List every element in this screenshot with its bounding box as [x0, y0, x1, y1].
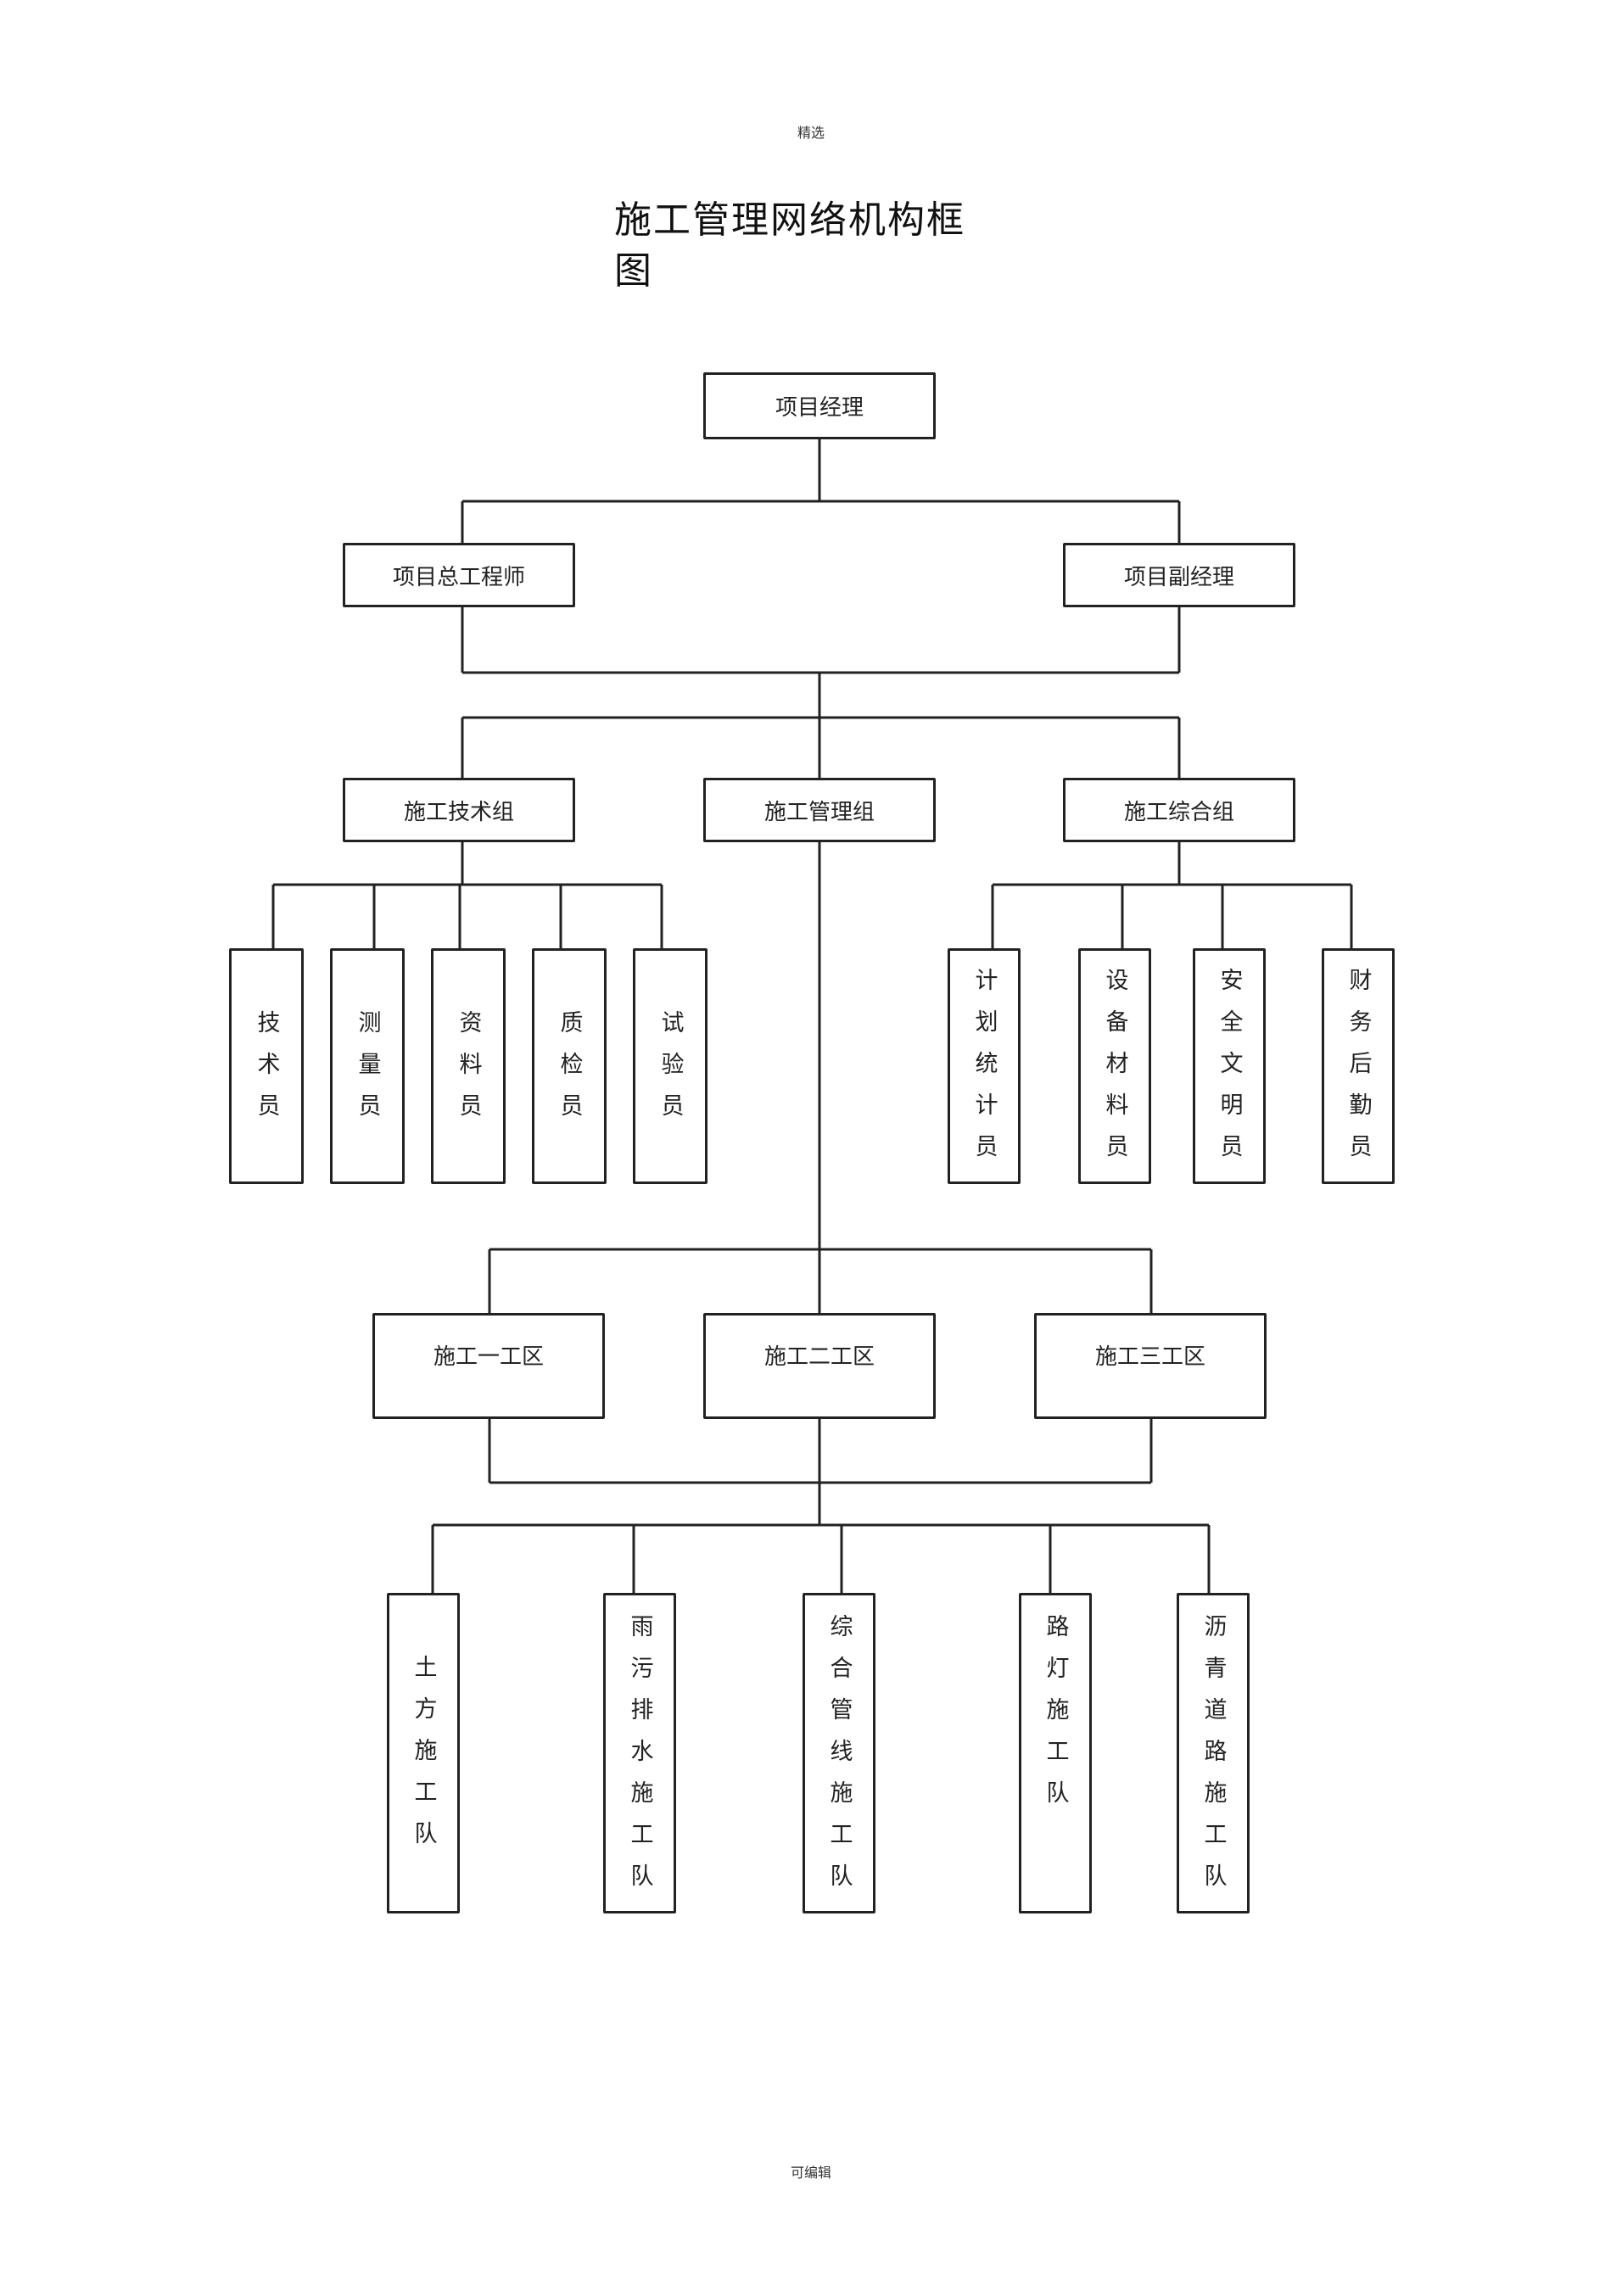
node-zone-2: 施工二工区 — [703, 1313, 936, 1419]
node-label: 施工一工区 — [433, 1344, 544, 1370]
node-tech-group: 施工技术组 — [343, 778, 575, 842]
node-label: 沥青道路施工队 — [1200, 1614, 1227, 1905]
node-label: 施工管理组 — [763, 799, 875, 825]
node-label: 项目总工程师 — [392, 564, 525, 590]
diagram-title: 施工管理网络机构框图 — [614, 198, 965, 293]
node-equipment-staff: 设备材料员 — [1078, 948, 1151, 1184]
node-qc-staff: 质检员 — [532, 948, 607, 1184]
node-label: 项目副经理 — [1123, 564, 1234, 590]
page-header: 精选 — [797, 125, 825, 141]
node-mgmt-group: 施工管理组 — [703, 778, 936, 842]
node-asphalt-team: 沥青道路施工队 — [1177, 1593, 1250, 1913]
node-label: 财务后勤员 — [1345, 968, 1372, 1176]
node-earthwork-team: 土方施工队 — [387, 1593, 460, 1913]
node-zone-3: 施工三工区 — [1034, 1313, 1267, 1419]
node-tech-staff: 技术员 — [229, 948, 304, 1184]
node-label: 路灯施工队 — [1042, 1614, 1069, 1822]
node-safety-staff: 安全文明员 — [1193, 948, 1266, 1184]
node-label: 试验员 — [657, 1010, 684, 1135]
node-pipeline-team: 综合管线施工队 — [803, 1593, 875, 1913]
node-label: 设备材料员 — [1101, 968, 1128, 1176]
node-label: 测量员 — [354, 1010, 381, 1135]
node-label: 土方施工队 — [410, 1655, 437, 1863]
node-deputy-manager: 项目副经理 — [1063, 543, 1295, 607]
node-document-staff: 资料员 — [431, 948, 506, 1184]
node-label: 质检员 — [556, 1010, 583, 1135]
node-general-group: 施工综合组 — [1063, 778, 1295, 842]
node-survey-staff: 测量员 — [330, 948, 405, 1184]
node-label: 综合管线施工队 — [825, 1614, 853, 1905]
node-label: 施工三工区 — [1094, 1344, 1205, 1370]
node-label: 施工技术组 — [403, 799, 514, 825]
node-chief-engineer: 项目总工程师 — [343, 543, 575, 607]
node-planning-staff: 计划统计员 — [948, 948, 1021, 1184]
node-project-manager: 项目经理 — [703, 372, 936, 439]
node-label: 施工综合组 — [1123, 799, 1234, 825]
page-footer: 可编辑 — [790, 2165, 831, 2181]
node-label: 资料员 — [455, 1010, 482, 1135]
node-label: 安全文明员 — [1216, 968, 1243, 1176]
node-streetlight-team: 路灯施工队 — [1019, 1593, 1092, 1913]
node-test-staff: 试验员 — [633, 948, 708, 1184]
node-label: 雨污排水施工队 — [626, 1614, 653, 1905]
node-label: 技术员 — [253, 1010, 280, 1135]
node-finance-staff: 财务后勤员 — [1322, 948, 1395, 1184]
node-label: 项目经理 — [775, 395, 864, 421]
node-drainage-team: 雨污排水施工队 — [603, 1593, 676, 1913]
node-label: 施工二工区 — [763, 1344, 875, 1370]
node-zone-1: 施工一工区 — [372, 1313, 605, 1419]
node-label: 计划统计员 — [970, 968, 998, 1176]
